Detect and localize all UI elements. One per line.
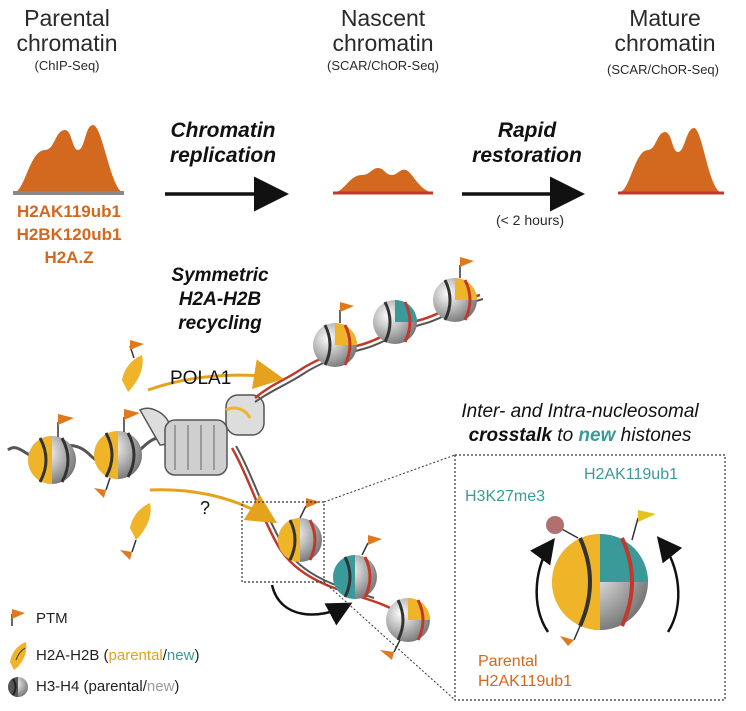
h3k27me3-mark <box>546 516 564 534</box>
recycling-label: Symmetric H2A-H2B recycling <box>160 264 280 336</box>
legend-ptm-icon <box>11 609 25 626</box>
legend-h2a-new: new <box>166 647 195 664</box>
legend-h2a-prefix: H2A-H2B ( <box>36 647 109 664</box>
crosstalk-new: new <box>578 425 616 446</box>
stage-mature-line1: Mature <box>629 5 701 31</box>
daughter-nucleosome-up-3 <box>433 257 477 322</box>
legend-h3-new: new <box>146 678 175 695</box>
parental-h2ak119ub1-flag <box>560 636 574 646</box>
recycling-line1: Symmetric <box>171 265 269 286</box>
parental-nucleosome-2 <box>94 409 142 498</box>
inset-nucleosome <box>546 510 656 646</box>
legend-h2a-icon <box>10 642 27 670</box>
inset-arrow-left <box>530 537 555 633</box>
step-restoration: Rapid restoration <box>462 118 592 168</box>
legend-h3-prefix: H3-H4 (parental/ <box>36 678 147 695</box>
legend-h3-label: H3-H4 (parental/new) <box>36 678 179 695</box>
recycling-line2: H2A-H2B <box>178 289 262 310</box>
step-restoration-line1: Rapid <box>497 119 557 142</box>
crosstalk-end: histones <box>615 425 692 446</box>
stage-parental-title: Parental chromatin <box>8 6 126 56</box>
crosstalk-bold: crosstalk <box>468 425 553 446</box>
recycling-line3: recycling <box>178 313 262 334</box>
legend-h2a-slash: / <box>162 647 167 664</box>
crosstalk-mid: to <box>552 425 579 446</box>
parental-nucleosome-1 <box>28 414 76 484</box>
stage-parental-line2: chromatin <box>16 30 118 56</box>
stage-nascent-title: Nascent chromatin <box>318 6 448 56</box>
legend-h2a-parental: parental <box>108 647 163 664</box>
daughter-nucleosome-up-1 <box>313 302 357 367</box>
zoom-box <box>241 501 325 583</box>
stage-nascent-line1: Nascent <box>340 5 426 31</box>
crosstalk-heading: Inter- and Intra-nucleosomal crosstalk t… <box>420 400 740 448</box>
daughter-nucleosome-up-2 <box>373 300 417 344</box>
legend-h2a-label: H2A-H2B (parental/new) <box>36 647 199 664</box>
step-replication-line1: Chromatin <box>170 119 276 142</box>
marks-list: H2AK119ub1 H2BK120ub1 H2A.Z <box>4 200 134 269</box>
stage-mature-method: (SCAR/ChOR-Seq) <box>607 62 719 77</box>
stage-parental-method: (ChIP-Seq) <box>34 58 100 73</box>
daughter-nucleosome-low-2 <box>333 535 382 599</box>
unknown-factor-label: ? <box>200 498 211 518</box>
restoration-time-note: (< 2 hours) <box>495 212 565 228</box>
inset-parental-line2: H2AK119ub1 <box>478 673 572 690</box>
inset-parental-line1: Parental <box>478 653 538 670</box>
mark-h2bk120ub1: H2BK120ub1 <box>16 225 122 244</box>
step-replication-line2: replication <box>169 144 277 167</box>
inset-parental-label: Parental H2AK119ub1 <box>478 652 572 692</box>
crosstalk-arrow <box>270 584 353 626</box>
inset-h2ak119ub1-label: H2AK119ub1 <box>584 466 678 483</box>
stage-parental-line1: Parental <box>24 5 110 31</box>
daughter-nucleosome-low-3 <box>380 598 430 660</box>
legend-h3-icon <box>8 677 28 697</box>
inset-h3k27me3-label: H3K27me3 <box>465 488 546 505</box>
free-dimer-upper <box>122 340 144 392</box>
stage-nascent-line2: chromatin <box>332 30 434 56</box>
recycling-arrow-lagging <box>149 488 278 524</box>
mature-peak <box>618 128 724 195</box>
step-restoration-line2: restoration <box>472 144 582 167</box>
nascent-peak <box>333 168 433 195</box>
step-replication: Chromatin replication <box>158 118 288 168</box>
inset-arrow-right <box>656 536 683 633</box>
mark-h2ak119ub1: H2AK119ub1 <box>17 202 121 221</box>
replisome <box>138 394 265 476</box>
legend-h2a-close: ) <box>194 647 200 664</box>
crosstalk-line1: Inter- and Intra-nucleosomal <box>461 401 699 422</box>
polymerase-label: POLA1 <box>170 368 232 389</box>
recycling-arrow-leading <box>147 359 284 392</box>
legend-ptm-label: PTM <box>36 610 68 627</box>
crosstalk-line2: crosstalk to new histones <box>420 424 740 448</box>
stage-nascent-method: (SCAR/ChOR-Seq) <box>327 58 439 73</box>
inset-box <box>454 454 726 701</box>
mark-h2az: H2A.Z <box>44 248 94 267</box>
free-dimer-lower <box>120 503 151 560</box>
stage-mature-line2: chromatin <box>614 30 716 56</box>
new-h2ak119ub1-flag <box>638 510 656 522</box>
legend-h3-close: ) <box>174 678 180 695</box>
daughter-nucleosome-low-1 <box>278 498 322 562</box>
parental-peak <box>13 125 124 195</box>
lagging-strand <box>230 447 421 631</box>
stage-mature-title: Mature chromatin <box>600 6 730 56</box>
